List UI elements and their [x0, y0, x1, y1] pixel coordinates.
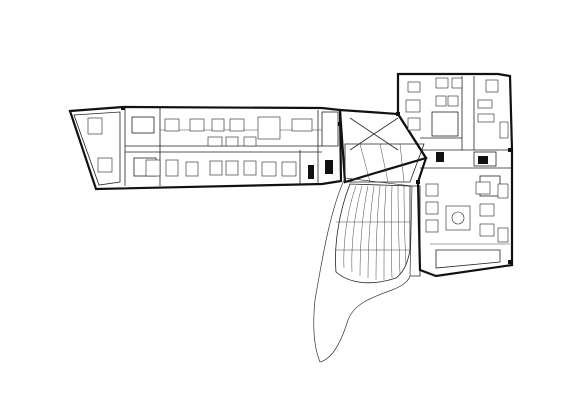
desks-east-south	[425, 181, 509, 243]
desks-west-bottom	[97, 157, 297, 177]
west-wing	[68, 105, 343, 191]
structural-columns	[121, 106, 512, 264]
desks-east-north	[405, 77, 509, 139]
desks-west-top	[87, 116, 313, 147]
east-wing	[396, 72, 514, 278]
curved-hall	[313, 177, 421, 363]
